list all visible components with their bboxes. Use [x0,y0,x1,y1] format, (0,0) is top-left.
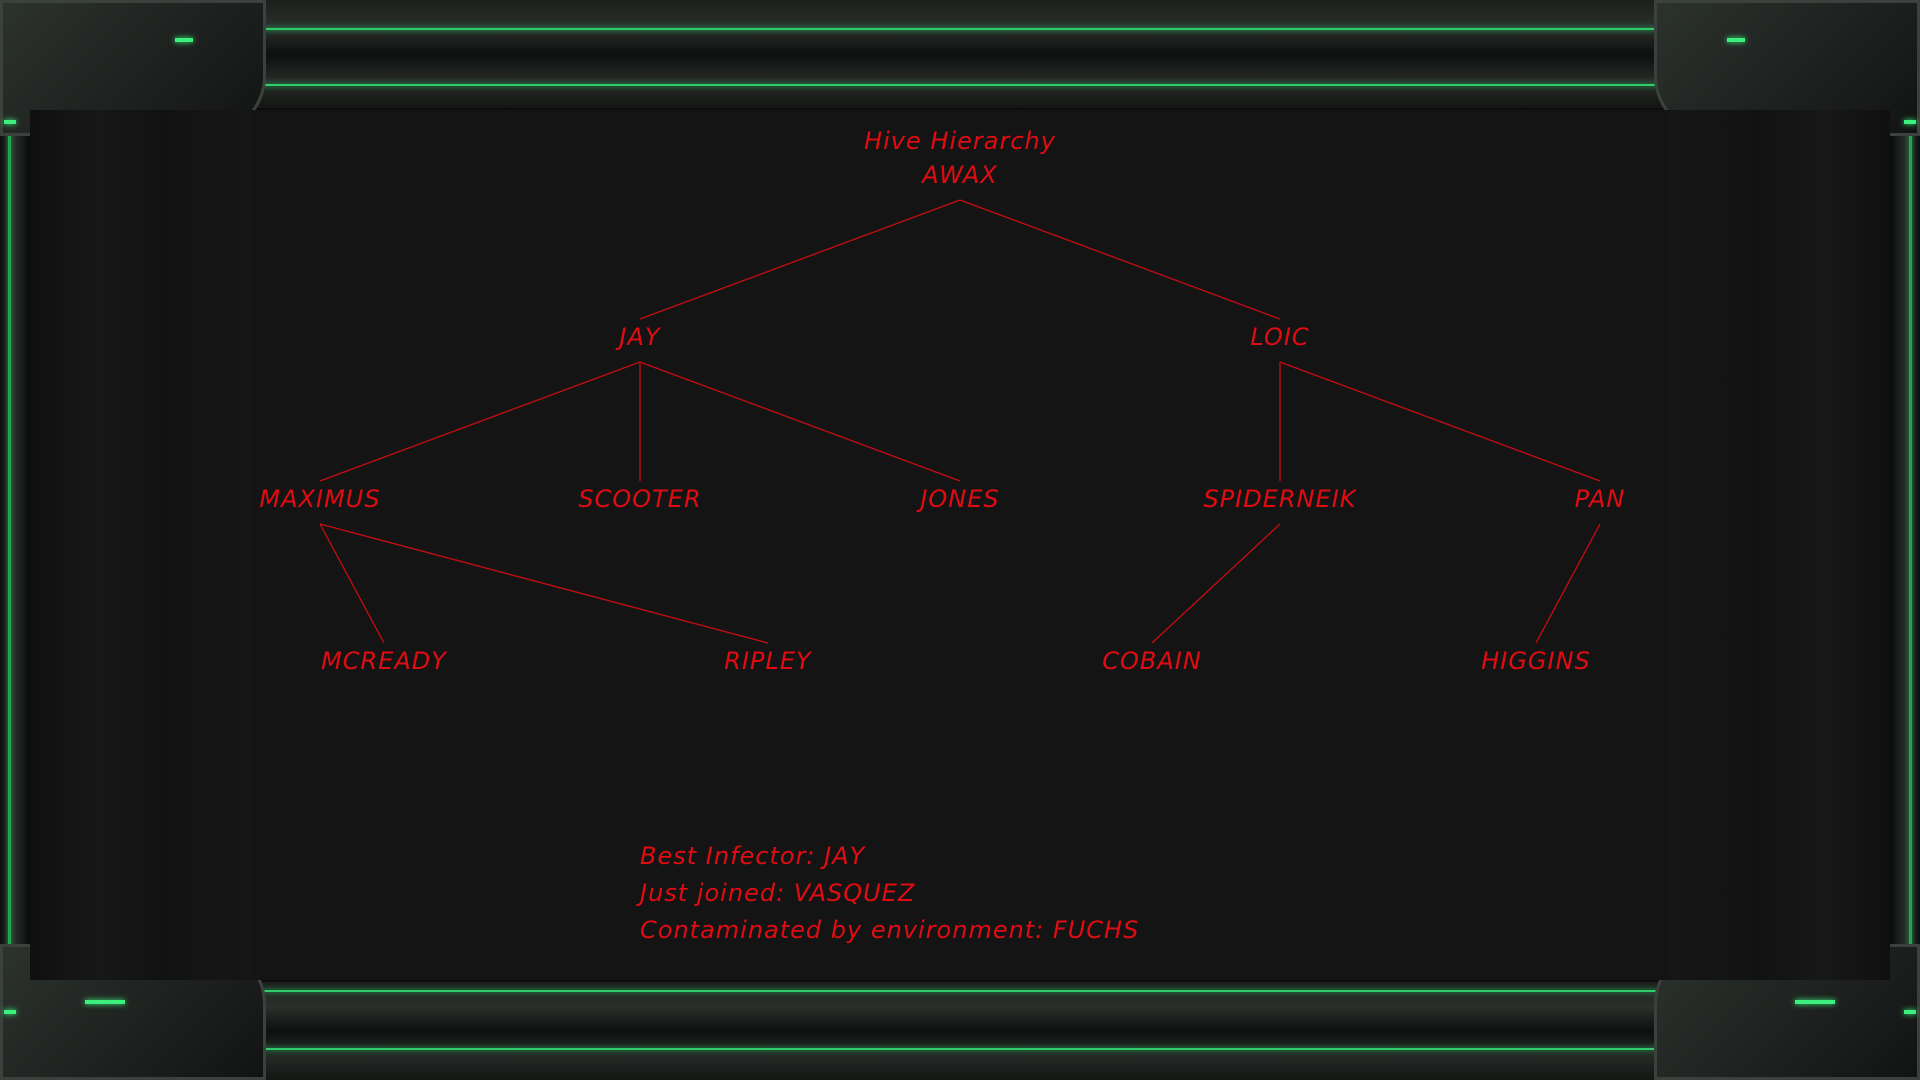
best-infector-text: Best Infector: JAY [640,842,866,870]
connector-jay-jones [639,361,961,482]
contaminated-text: Contaminated by environment: FUCHS [640,916,1140,944]
status-led [175,38,193,42]
connector-spiderneik-cobain [1151,523,1281,644]
status-led [85,1000,125,1004]
bottom-glow-line [200,1048,1720,1050]
connector-awax-jay [639,199,961,320]
status-led [1795,1000,1835,1004]
node-pan: PAN [1574,485,1626,513]
node-jay: JAY [619,323,661,351]
connector-maximus-mcready [319,523,385,644]
node-mcready: MCREADY [321,647,447,675]
node-scooter: SCOOTER [578,485,702,513]
connector-awax-loic [959,199,1281,320]
node-cobain: COBAIN [1102,647,1202,675]
left-frame-rail [0,90,28,990]
top-frame-bar [0,0,1920,108]
node-ripley: RIPLEY [724,647,812,675]
connector-loic-pan [1279,361,1601,482]
status-led [4,1010,16,1014]
status-led [1904,120,1916,124]
status-led [1904,1010,1916,1014]
right-frame-rail [1892,90,1920,990]
node-higgins: HIGGINS [1481,647,1591,675]
left-rail-glow [8,90,11,990]
node-loic: LOIC [1250,323,1310,351]
hierarchy-panel [30,110,1890,980]
connector-jay-maximus [319,361,641,482]
top-glow-line [200,28,1720,30]
node-maximus: MAXIMUS [259,485,381,513]
status-led [1727,38,1745,42]
node-jones: JONES [920,485,1000,513]
right-rail-glow [1909,90,1912,990]
panel-shade-left [30,110,250,980]
hierarchy-title: Hive Hierarchy [864,127,1056,155]
node-spiderneik: SPIDERNEIK [1203,485,1357,513]
just-joined-text: Just joined: VASQUEZ [640,879,916,907]
connector-maximus-ripley [319,523,769,644]
status-led [4,120,16,124]
bottom-frame-bar [0,982,1920,1080]
top-inner-glow-line [40,84,1880,86]
connector-pan-higgins [1535,523,1601,644]
node-awax: AWAX [922,161,998,189]
bottom-inner-glow-line [40,990,1880,992]
panel-shade-right [1670,110,1890,980]
